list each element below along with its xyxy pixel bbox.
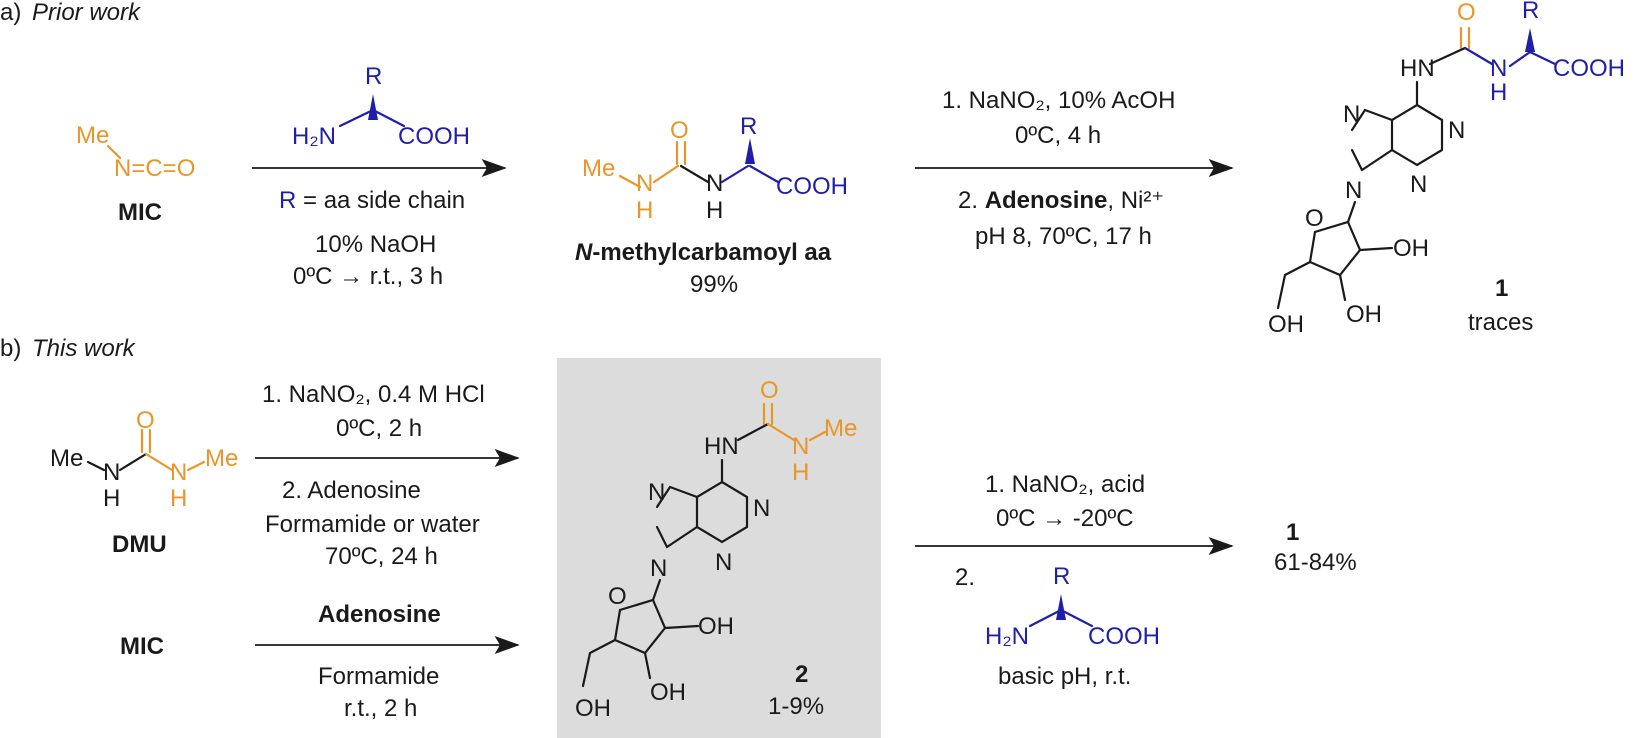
product-1-number: 1: [1495, 275, 1508, 302]
intermediate-a-name: N-methylcarbamoyl aa: [575, 239, 832, 266]
product-1-n9-label: N: [1345, 177, 1362, 204]
dmu-h2-label: H: [170, 485, 187, 512]
intermediate-a-cooh-label: COOH: [776, 173, 848, 200]
intermediate-a-n1-label: N: [636, 170, 653, 197]
step-a2-line3: 2. Adenosine, Ni²⁺: [958, 187, 1164, 214]
product-1-hn-label: HN: [1400, 55, 1435, 82]
aa-cooh: COOH: [398, 123, 470, 150]
step-b3-line3: 2.: [955, 564, 975, 591]
product-1-h-label: H: [1490, 79, 1507, 106]
intermediate-a-h1-label: H: [636, 197, 653, 224]
product-1-o-ring-label: O: [1305, 205, 1324, 232]
product-2-oh3-label: OH: [650, 679, 686, 706]
section-b-label: b): [0, 335, 21, 362]
amino-acid-reagent-b: R H₂N COOH: [985, 563, 1160, 650]
product-2-hn-label: HN: [704, 433, 739, 460]
product-2-n9-label: N: [650, 555, 667, 582]
product-1-n3-label: N: [1410, 171, 1427, 198]
dmu-name-label: DMU: [112, 531, 167, 558]
product-1b-number: 1: [1286, 519, 1299, 546]
step-a2-line4: pH 8, 70ºC, 17 h: [975, 223, 1152, 250]
product-1-o-label: O: [1457, 0, 1476, 26]
product-1-yield: traces: [1468, 309, 1533, 336]
product-2-molecule: O HN N H Me N N N N O OH OH OH: [575, 377, 857, 722]
product-1b-yield: 61-84%: [1274, 549, 1357, 576]
product-1-r-label: R: [1522, 0, 1539, 24]
dmu-o-label: O: [136, 407, 155, 434]
product-2-yield: 1-9%: [768, 693, 824, 720]
mic-b-name: MIC: [120, 633, 164, 660]
mic-nco: N=C=O: [114, 155, 195, 182]
step-a2-line2: 0ºC, 4 h: [1015, 122, 1101, 149]
intermediate-a-h2-label: H: [706, 197, 723, 224]
aa-h2n: H₂N: [292, 123, 336, 150]
step-a1-cond2: 10% NaOH: [315, 231, 436, 258]
mic-molecule-a: Me N=C=O MIC: [76, 122, 195, 226]
product-1-oh2-label: OH: [1393, 235, 1429, 262]
step-b1-line2: 0ºC, 2 h: [336, 415, 422, 442]
step-b3-line4: basic pH, r.t.: [998, 663, 1131, 690]
step-a1-cond3: 0ºC → r.t., 3 h: [293, 263, 443, 290]
mic-name: MIC: [118, 199, 162, 226]
step-b3-h2n-label: H₂N: [985, 623, 1029, 650]
step-b1-line4: Formamide or water: [265, 511, 480, 538]
section-a-title: Prior work: [32, 0, 142, 26]
dmu-n1-label: N: [103, 459, 120, 486]
product-1-n7-label: N: [1343, 101, 1360, 128]
dmu-me2-label: Me: [205, 445, 238, 472]
product-2-n-label: N: [792, 433, 809, 460]
step-b3-cooh-label: COOH: [1088, 623, 1160, 650]
step-b3-line2: 0ºC → -20ºC: [996, 505, 1134, 532]
product-1-oh5-label: OH: [1268, 311, 1304, 338]
mic-me: Me: [76, 122, 109, 149]
step-b2-below1: Formamide: [318, 663, 439, 690]
step-b2-below2: r.t., 2 h: [344, 695, 417, 722]
step-b3-line1: 1. NaNO₂, acid: [985, 471, 1145, 498]
product-2-oh5-label: OH: [575, 695, 611, 722]
intermediate-a-o-label: O: [670, 117, 689, 144]
product-2-me-label: Me: [824, 415, 857, 442]
n-methylcarbamoyl-aa-molecule: Me N H O N H R COOH: [582, 113, 848, 224]
step-b1-line1: 1. NaNO₂, 0.4 M HCl: [262, 381, 485, 408]
product-1-n1-label: N: [1448, 117, 1465, 144]
amino-acid-reagent-a: R H₂N COOH: [292, 63, 470, 150]
product-2-n1-label: N: [753, 495, 770, 522]
product-1-oh3-label: OH: [1346, 301, 1382, 328]
section-a-label: a): [0, 0, 21, 26]
product-1-molecule: O R HN N H COOH N N N N O OH OH OH: [1268, 0, 1625, 338]
step-a2-line1: 1. NaNO₂, 10% AcOH: [942, 87, 1175, 114]
product-2-n3-label: N: [715, 549, 732, 576]
product-2-o-ring-label: O: [608, 583, 627, 610]
intermediate-a-me-label: Me: [582, 155, 615, 182]
section-b-title: This work: [32, 335, 137, 362]
intermediate-a-r-label: R: [740, 113, 757, 140]
step-b3-r-label: R: [1053, 563, 1070, 590]
product-2-oh2-label: OH: [698, 613, 734, 640]
dmu-h1-label: H: [103, 485, 120, 512]
dmu-me1-label: Me: [50, 445, 83, 472]
dmu-n2-label: N: [170, 459, 187, 486]
product-1-n-label: N: [1490, 55, 1507, 82]
aa-r: R: [365, 63, 382, 90]
product-1-cooh-label: COOH: [1553, 55, 1625, 82]
product-2-highlight-box: [557, 358, 881, 738]
step-b2-above: Adenosine: [318, 601, 441, 628]
step-b1-line5: 70ºC, 24 h: [325, 543, 438, 570]
product-2-o-label: O: [760, 377, 779, 404]
dmu-molecule: Me N H O N H Me DMU: [50, 407, 238, 558]
step-a1-cond1: R = aa side chain: [279, 187, 465, 214]
product-2-number: 2: [795, 661, 808, 688]
intermediate-a-yield: 99%: [690, 271, 738, 298]
step-b1-line3: 2. Adenosine: [282, 477, 421, 504]
product-2-n7-label: N: [648, 479, 665, 506]
intermediate-a-n2-label: N: [706, 170, 723, 197]
product-2-h-label: H: [792, 459, 809, 486]
